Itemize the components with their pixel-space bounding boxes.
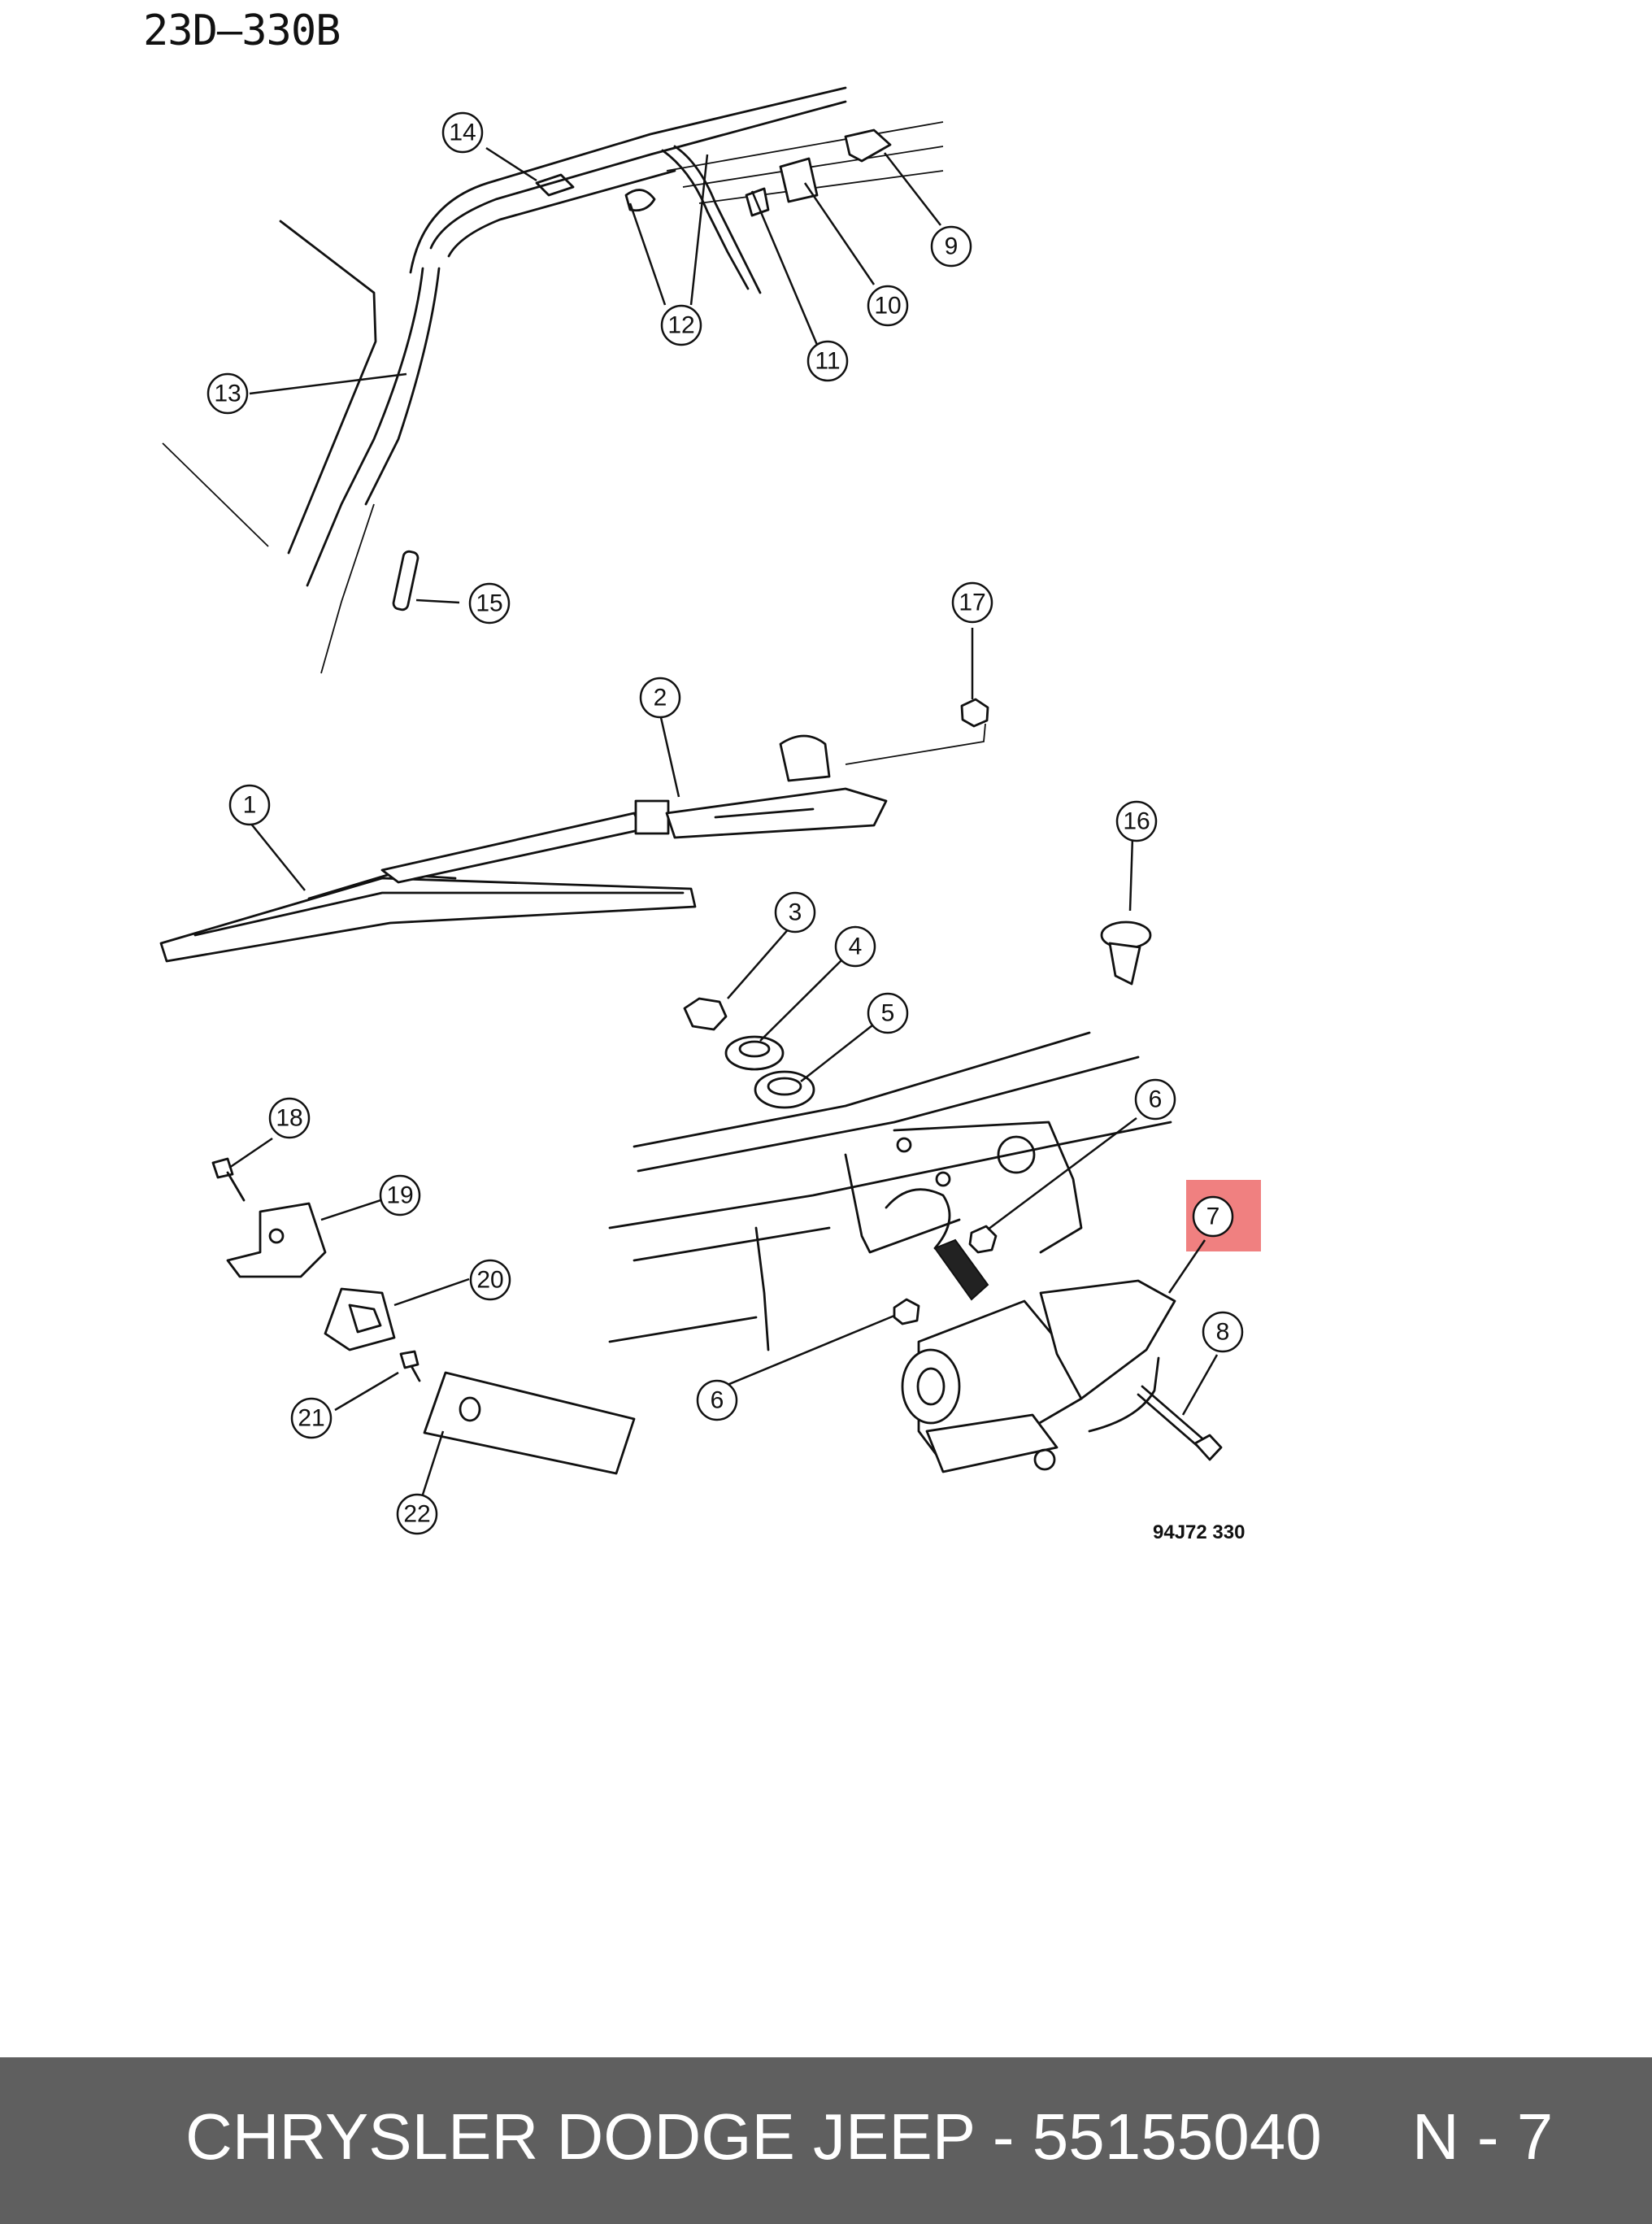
svg-text:5: 5 [881,1000,895,1027]
svg-text:11: 11 [815,348,840,375]
callout-21: 21 [290,1397,333,1439]
svg-text:12: 12 [667,312,694,339]
parts-diagram: 23D–330B [143,7,1261,1543]
diagram-drawing: 1 2 3 4 5 6 6 7 8 9 10 11 12 13 14 15 16… [159,86,1261,1535]
motor-bolt [1137,1385,1223,1461]
callout-12: 12 [660,304,702,346]
svg-text:7: 7 [1206,1203,1220,1230]
callout-19: 19 [379,1174,421,1216]
callout-15: 15 [468,582,511,625]
svg-text:19: 19 [386,1182,413,1209]
svg-text:9: 9 [945,233,959,260]
liftgate-inner-panel [608,1031,1172,1351]
drawing-code: 23D–330B [143,7,341,55]
svg-text:22: 22 [403,1501,430,1528]
svg-text:6: 6 [1149,1086,1163,1113]
svg-text:13: 13 [214,381,241,407]
svg-text:8: 8 [1216,1319,1230,1346]
callout-8: 8 [1202,1311,1244,1353]
callout-14: 14 [441,111,484,154]
wiper-motor [901,1238,1176,1473]
callout-5: 5 [867,992,909,1034]
arm-nut [960,698,989,728]
svg-text:16: 16 [1123,808,1150,835]
callout-6-lower: 6 [696,1379,738,1421]
svg-text:3: 3 [789,899,802,926]
callout-4: 4 [834,925,876,968]
callout-2: 2 [639,677,681,719]
washer-nozzle-part [392,550,420,611]
figure-code: 94J72 330 [1153,1521,1246,1543]
wiper-blade [159,873,697,963]
callout-13: 13 [206,372,249,415]
svg-text:18: 18 [276,1105,302,1132]
callout-9: 9 [930,225,972,268]
svg-text:15: 15 [476,590,502,617]
callout-16: 16 [1115,800,1158,842]
callout-1: 1 [228,784,271,826]
svg-text:14: 14 [449,120,476,146]
callout-3: 3 [774,891,816,934]
hose-bracket [226,1202,327,1278]
callout-17: 17 [951,581,993,624]
callout-6-upper: 6 [1134,1078,1176,1121]
callout-22: 22 [396,1493,438,1535]
leader-lines [228,146,1219,1495]
svg-text:6: 6 [711,1387,724,1414]
svg-text:1: 1 [243,792,257,819]
nut-washer-grommet [683,997,815,1109]
callout-20: 20 [469,1259,511,1301]
retainer-clip [324,1287,396,1351]
svg-text:20: 20 [476,1267,503,1294]
push-pin [1100,921,1152,986]
screw-part [211,1157,246,1202]
svg-text:10: 10 [874,293,901,320]
callout-7: 7 [1192,1195,1234,1238]
motor-nuts [893,1225,998,1325]
footer-bar: CHRYSLER DODGE JEEP - 55155040 N - 7 [0,2057,1652,2224]
liftgate-glass-outline [162,86,944,674]
svg-text:4: 4 [849,934,863,960]
small-screw [399,1350,421,1382]
callout-18: 18 [268,1097,311,1139]
callout-10: 10 [867,285,909,327]
wiper-arm [380,723,986,884]
svg-text:2: 2 [654,685,667,712]
svg-text:21: 21 [298,1405,324,1432]
footer-text: CHRYSLER DODGE JEEP - 55155040 N - 7 [185,2100,1554,2173]
callout-11: 11 [806,340,849,382]
foam-pad [423,1371,636,1475]
washer-hose [535,128,892,294]
svg-text:17: 17 [959,590,985,616]
